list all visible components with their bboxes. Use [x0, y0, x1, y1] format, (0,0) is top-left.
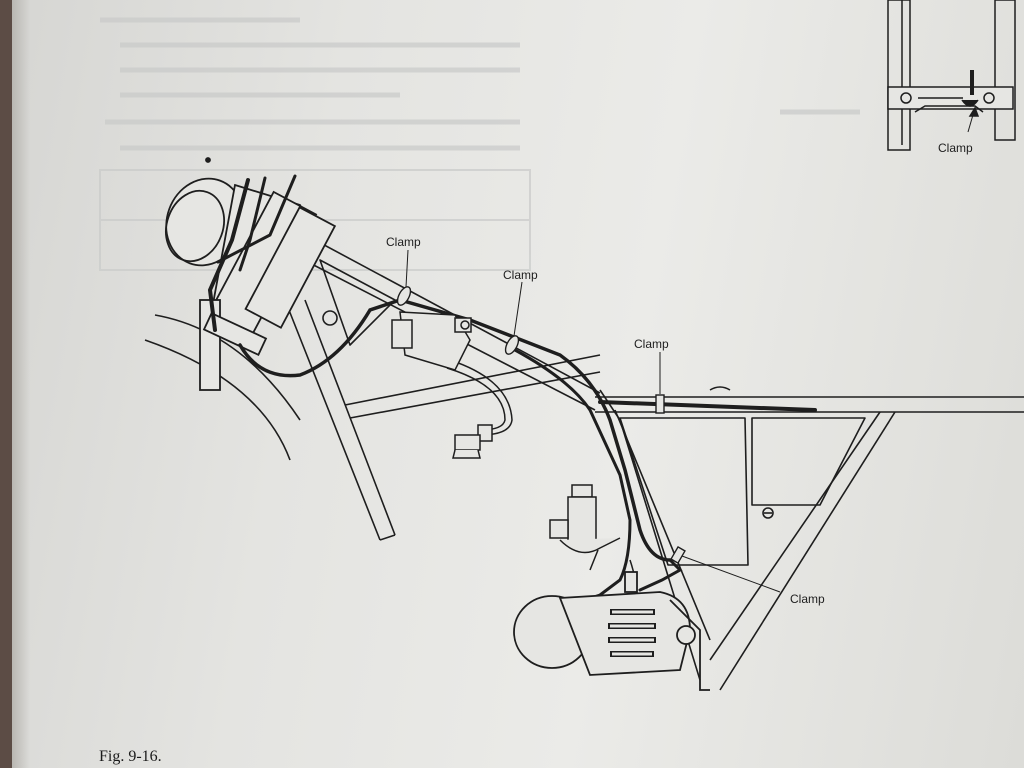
fork-inset	[887, 0, 1016, 151]
clamp-frame-3-marker	[655, 394, 665, 414]
clamp-callout-lower: Clamp	[790, 592, 825, 606]
ignition-coil	[391, 311, 472, 371]
wiring-diagram	[99, 0, 1024, 691]
frame	[144, 231, 1024, 691]
clamp-markers	[396, 286, 686, 565]
clamp-frame-2-marker	[504, 335, 520, 355]
clamp-frame-1-marker	[396, 286, 412, 306]
spark-plug-cap-icon	[452, 424, 493, 459]
figure-caption: Fig. 9-16.	[99, 748, 162, 765]
clamp-lower-marker	[670, 545, 686, 565]
manual-page: Clamp Clamp Clamp Clamp Clamp Fig. 9-16.	[12, 0, 1024, 768]
engine	[513, 571, 710, 691]
clamp-callout-frame-2: Clamp	[503, 268, 538, 282]
clamp-callout-inset: Clamp	[938, 141, 973, 155]
carburetor	[549, 484, 638, 611]
callout-leaders	[405, 249, 781, 593]
throttle-cable	[446, 359, 513, 436]
page-edge-shadow	[12, 0, 30, 768]
clamp-callout-frame-1: Clamp	[386, 235, 421, 249]
clamp-callout-frame-3: Clamp	[634, 337, 669, 351]
